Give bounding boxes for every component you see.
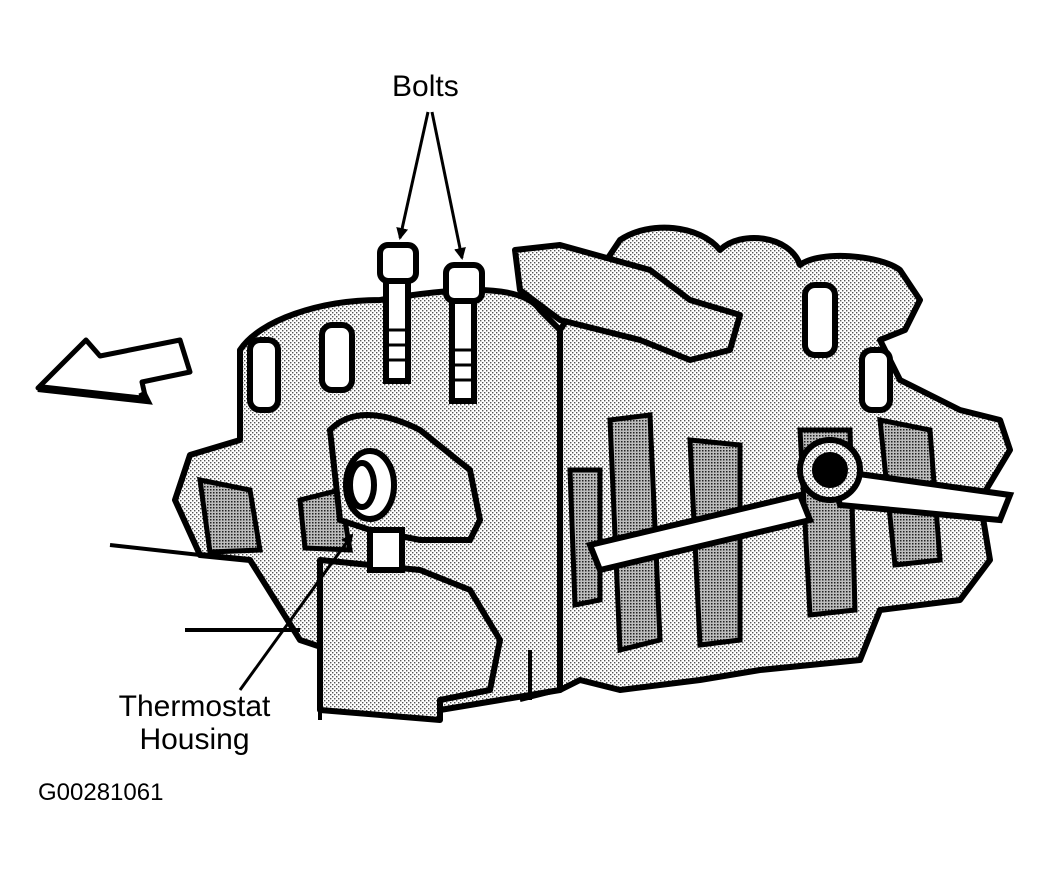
bolts-leader-lines	[396, 111, 466, 260]
bolt-right	[443, 262, 485, 404]
thermostat-leader-line	[238, 533, 354, 691]
thermostat-housing	[326, 412, 484, 573]
fuel-rail	[585, 437, 1015, 574]
bolt-left	[377, 242, 419, 384]
studs	[247, 282, 893, 413]
thermostat-label-line1: Thermostat	[118, 690, 271, 723]
thermostat-housing-label: Thermostat Housing	[112, 690, 277, 756]
thermostat-label-line2: Housing	[139, 723, 250, 756]
base-lines	[109, 543, 561, 720]
figure-code: G00281061	[38, 779, 164, 806]
front-direction-arrow	[35, 337, 193, 405]
bolts-label: Bolts	[392, 70, 459, 103]
